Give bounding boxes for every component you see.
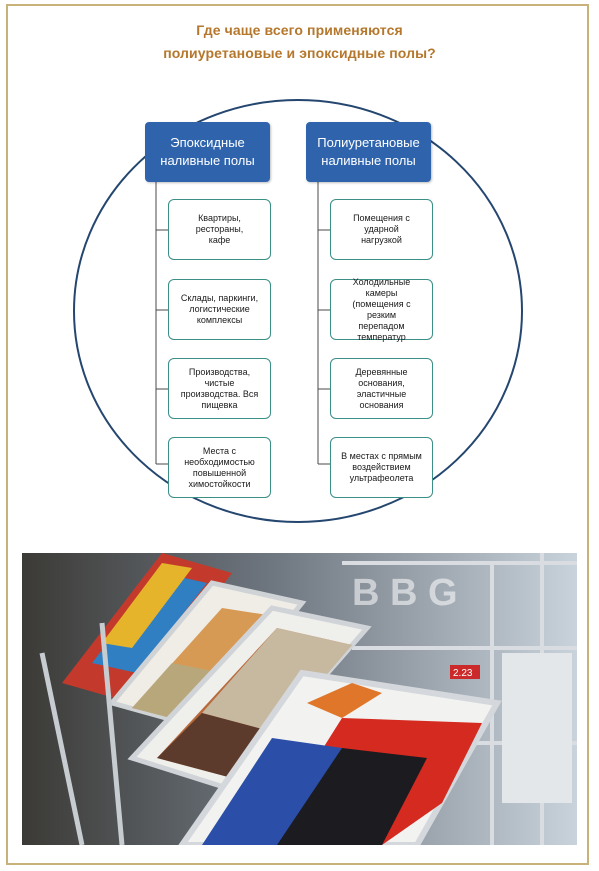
polyurethane-item-4: В местах с прямым воздействием ультрафео… — [330, 437, 433, 498]
epoxy-item-3: Производства, чистые производства. Вся п… — [168, 358, 271, 419]
epoxy-item-1: Квартиры, рестораны, кафе — [168, 199, 271, 260]
page-title-line2: полиуретановые и эпоксидные полы? — [163, 45, 436, 61]
polyurethane-item-1: Помещения с ударной нагрузкой — [330, 199, 433, 260]
price-tag: 2.23 — [453, 668, 473, 679]
epoxy-item-4: Места с необходимостью повышенной химост… — [168, 437, 271, 498]
polyurethane-item-3: Деревянные основания, эластичные основан… — [330, 358, 433, 419]
epoxy-header: Эпоксидные наливные полы — [145, 122, 270, 182]
page-title-line1: Где чаще всего применяются — [196, 22, 403, 38]
left-connector-lines — [155, 182, 168, 465]
polyurethane-header: Полиуретановые наливные полы — [306, 122, 431, 182]
watermark: B B G — [352, 572, 458, 614]
enclosing-circle — [73, 99, 523, 523]
floor-samples-photo: B B G 2.23 — [22, 553, 577, 845]
right-connector-lines — [317, 182, 330, 465]
polyurethane-item-2: Холодильные камеры (помещения с резким п… — [330, 277, 433, 342]
epoxy-item-2: Склады, паркинги, логистические комплекс… — [168, 279, 271, 340]
floor-samples-display-icon: B B G 2.23 — [22, 553, 577, 845]
